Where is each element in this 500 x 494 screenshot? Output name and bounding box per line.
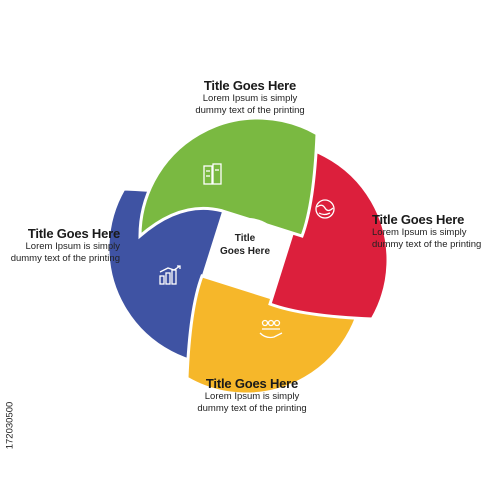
growth-chart-icon <box>159 265 181 285</box>
center-disc <box>212 218 284 290</box>
label-top-title: Title Goes Here <box>203 78 297 93</box>
center-title: Title Goes Here <box>219 233 271 257</box>
label-top-desc: Lorem Ipsum is simply dummy text of the … <box>195 93 305 116</box>
label-left-title: Title Goes Here <box>27 226 120 241</box>
label-top: Title Goes Here Lorem Ipsum is simply du… <box>180 78 320 117</box>
globe-icon <box>315 199 335 219</box>
team-hand-icon <box>259 319 283 339</box>
label-left-desc: Lorem Ipsum is simply dummy text of the … <box>10 241 120 264</box>
label-bottom-title: Title Goes Here <box>205 376 299 391</box>
label-right-desc: Lorem Ipsum is simply dummy text of the … <box>372 227 482 250</box>
stock-id: 172030500 <box>2 368 18 488</box>
label-left: Title Goes Here Lorem Ipsum is simply du… <box>0 226 121 265</box>
label-right-title: Title Goes Here <box>372 212 465 227</box>
label-bottom: Title Goes Here Lorem Ipsum is simply du… <box>182 376 322 415</box>
segment-green <box>138 116 319 240</box>
label-bottom-desc: Lorem Ipsum is simply dummy text of the … <box>197 391 307 414</box>
folders-icon <box>203 163 222 185</box>
stock-id-text: 172030500 <box>4 401 16 450</box>
label-right: Title Goes Here Lorem Ipsum is simply du… <box>372 212 492 251</box>
